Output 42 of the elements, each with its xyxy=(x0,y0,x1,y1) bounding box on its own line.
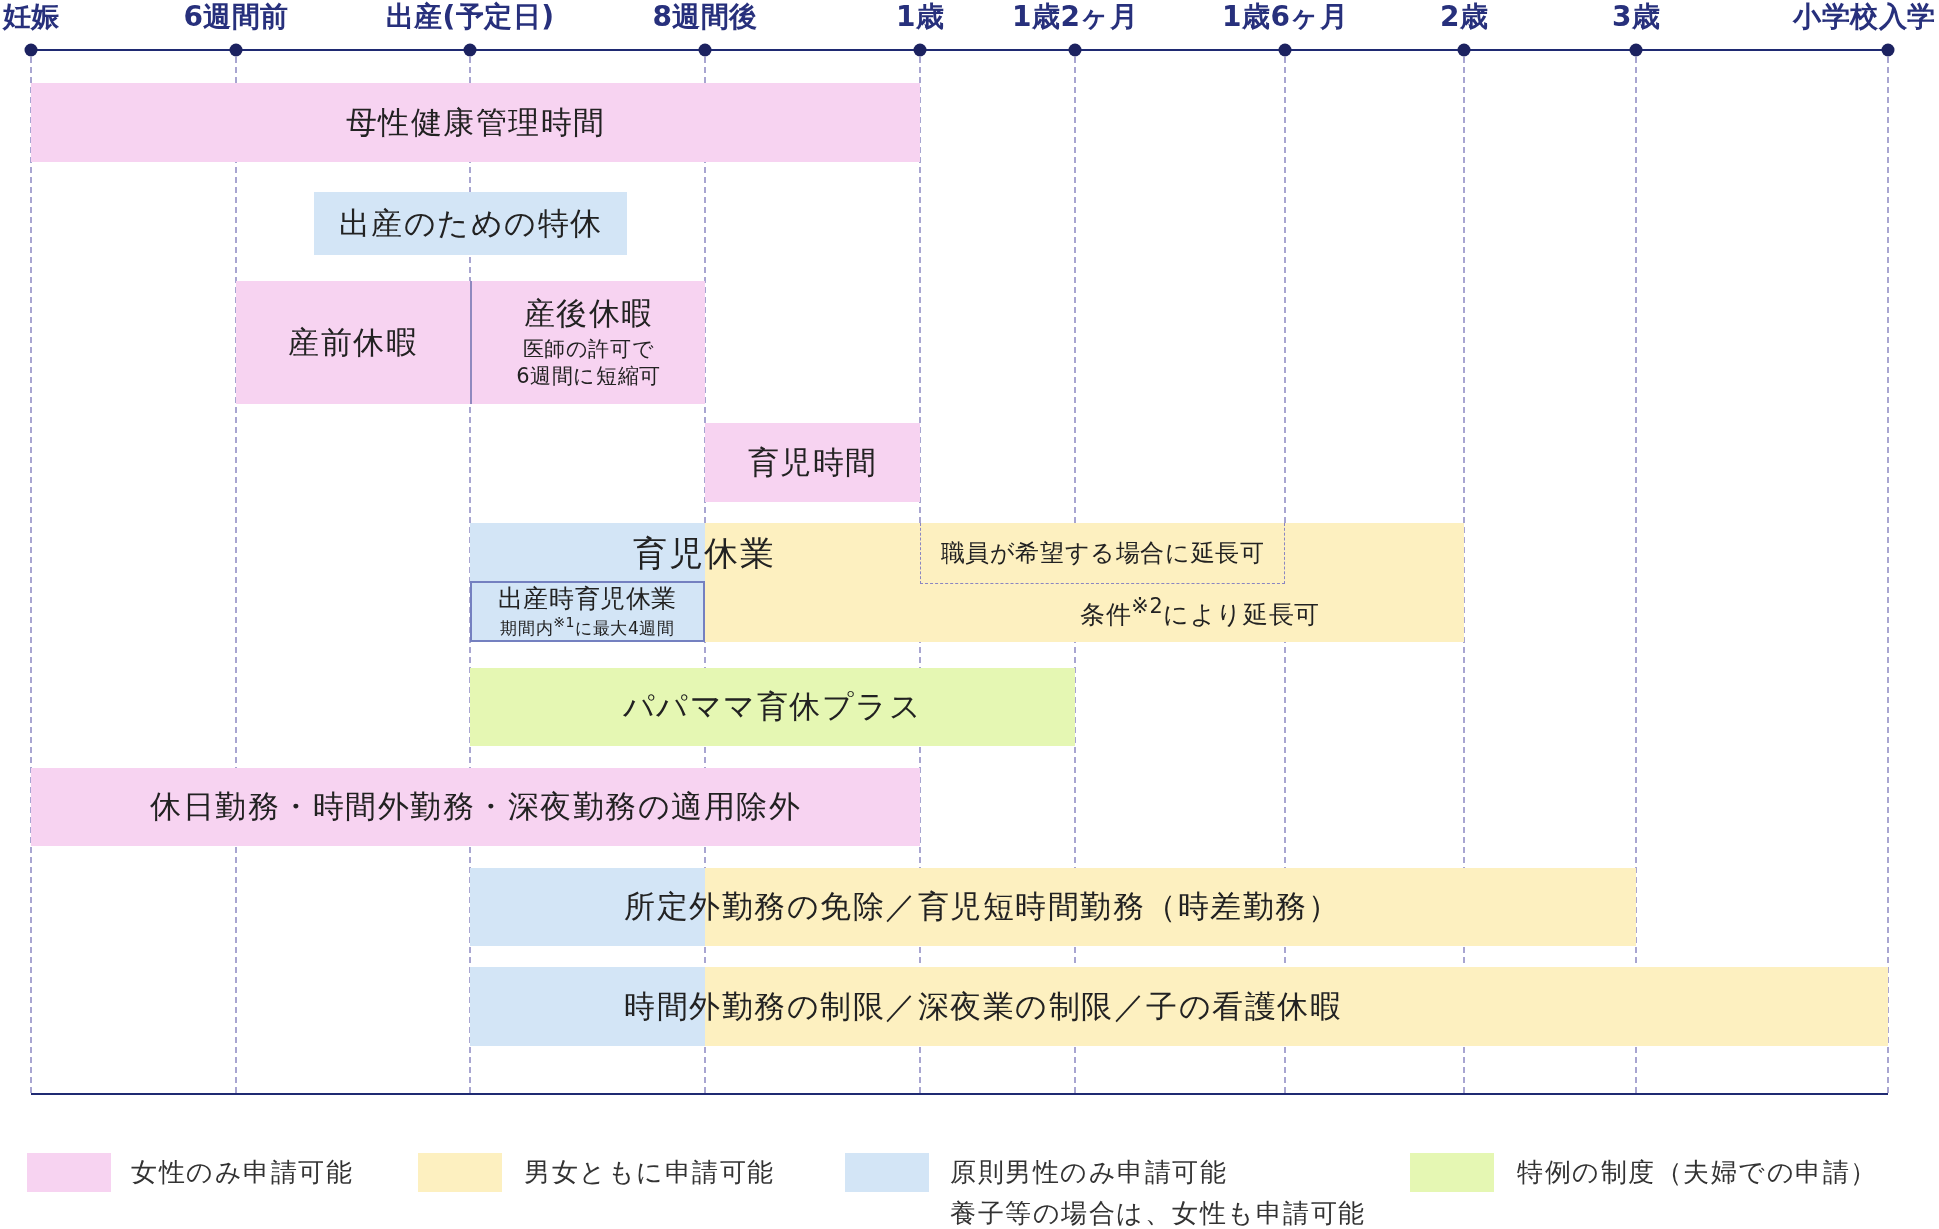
period-label: 休日勤務・時間外勤務・深夜勤務の適用除外 xyxy=(150,788,801,826)
period-note: 医師の許可で6週間に短縮可 xyxy=(515,335,662,391)
period-note: 条件$^{※2}$により延長可 xyxy=(1080,594,1320,630)
period-label: 母性健康管理時間 xyxy=(345,103,606,142)
tick-label: 1歳 xyxy=(896,0,945,34)
period-label: 所定外勤務の免除／育児短時間勤務（時差勤務） xyxy=(624,888,1340,926)
period-note: 期間内$^{※1}$に最大4週間 xyxy=(500,614,675,639)
tick-label: 2歳 xyxy=(1440,0,1489,34)
tick-label: 小学校入学 xyxy=(1793,0,1936,34)
tick-label: 1歳2ヶ月 xyxy=(1012,0,1139,34)
period-bar xyxy=(705,423,920,502)
period-bar xyxy=(31,768,920,846)
period-label: 職員が希望する場合に延長可 xyxy=(940,538,1265,568)
period-bar xyxy=(470,281,705,404)
legend-label: 女性のみ申請可能 xyxy=(131,1156,353,1189)
period-label: 産前休暇 xyxy=(288,323,418,362)
tick-label: 妊娠 xyxy=(2,0,60,34)
period-bar xyxy=(236,281,470,404)
period-bar xyxy=(470,967,1888,1046)
legend-note: 養子等の場合は、女性も申請可能 xyxy=(950,1198,1366,1228)
period-bar xyxy=(470,868,1636,946)
legend-label: 原則男性のみ申請可能 xyxy=(950,1156,1227,1189)
period-bar xyxy=(31,83,920,162)
period-label: 時間外勤務の制限／深夜業の制限／子の看護休暇 xyxy=(624,987,1342,1026)
period-label: 産後休暇 xyxy=(523,294,654,332)
period-bar xyxy=(314,192,627,255)
period-label: 出産のための特休 xyxy=(338,204,603,243)
tick-label: 6週間前 xyxy=(183,0,289,34)
period-bar xyxy=(470,581,705,642)
period-label: パパママ育休プラス xyxy=(622,688,923,726)
period-label: 育児時間 xyxy=(747,443,878,482)
period-label: 出産時育児休業 xyxy=(497,584,678,615)
period-bar xyxy=(470,668,1075,746)
tick-label: 8週間後 xyxy=(652,0,758,34)
dashed-region xyxy=(920,523,1285,584)
legend-label: 特例の制度（夫婦での申請） xyxy=(1517,1156,1878,1189)
period-band xyxy=(470,523,1464,642)
tick-label: 出産(予定日) xyxy=(385,0,555,34)
tick-label: 3歳 xyxy=(1612,0,1661,34)
tick-label: 1歳6ヶ月 xyxy=(1222,0,1349,34)
legend-label: 男女ともに申請可能 xyxy=(524,1156,775,1189)
period-label: 育児休業 xyxy=(633,532,775,574)
